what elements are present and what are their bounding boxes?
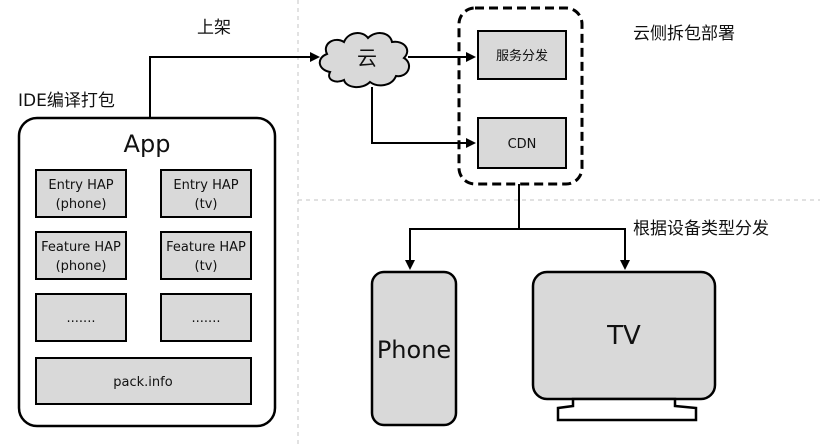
module-label: Entry HAP bbox=[48, 178, 113, 193]
module-sublabel: (tv) bbox=[195, 259, 218, 274]
pack-info-label: pack.info bbox=[113, 375, 172, 390]
app-title: App bbox=[124, 130, 171, 158]
cloud-label: 云 bbox=[357, 46, 377, 70]
module-sublabel: (phone) bbox=[56, 197, 107, 212]
publish-label: 上架 bbox=[197, 18, 231, 38]
cloud-split-label: 云侧拆包部署 bbox=[633, 24, 735, 44]
module-label: Entry HAP bbox=[173, 178, 238, 193]
cdn-box: CDN bbox=[477, 117, 567, 169]
tv-stand bbox=[556, 397, 698, 422]
cdn-label: CDN bbox=[508, 137, 537, 152]
publish-arrow bbox=[149, 52, 320, 118]
service-distribution-box: 服务分发 bbox=[477, 30, 567, 80]
module-label: ....... bbox=[67, 311, 96, 326]
cloud-deploy-group bbox=[457, 6, 584, 186]
module-sublabel: (phone) bbox=[56, 259, 107, 274]
module-label: ....... bbox=[192, 311, 221, 326]
module-more-tv: ....... bbox=[160, 293, 252, 342]
ide-build-label: IDE编译打包 bbox=[18, 91, 115, 111]
module-label: Feature HAP bbox=[166, 240, 246, 255]
module-feature-hap-tv: Feature HAP (tv) bbox=[160, 231, 252, 280]
tv-label: TV bbox=[606, 321, 641, 351]
phone-device: Phone bbox=[370, 270, 458, 427]
module-more-phone: ....... bbox=[35, 293, 127, 342]
service-distribution-label: 服务分发 bbox=[496, 48, 548, 64]
app-container: App Entry HAP (phone) Entry HAP (tv) Fea… bbox=[17, 116, 277, 428]
module-entry-hap-phone: Entry HAP (phone) bbox=[35, 169, 127, 218]
module-entry-hap-tv: Entry HAP (tv) bbox=[160, 169, 252, 218]
module-sublabel: (tv) bbox=[195, 197, 218, 212]
cloud-icon: 云 bbox=[318, 32, 411, 88]
cloud-to-cdn-arrow bbox=[371, 87, 476, 148]
phone-label: Phone bbox=[377, 336, 451, 364]
pack-info-box: pack.info bbox=[35, 357, 252, 405]
module-label: Feature HAP bbox=[41, 240, 121, 255]
module-feature-hap-phone: Feature HAP (phone) bbox=[35, 231, 127, 280]
tv-device: TV bbox=[531, 270, 717, 422]
by-device-label: 根据设备类型分发 bbox=[633, 219, 769, 239]
